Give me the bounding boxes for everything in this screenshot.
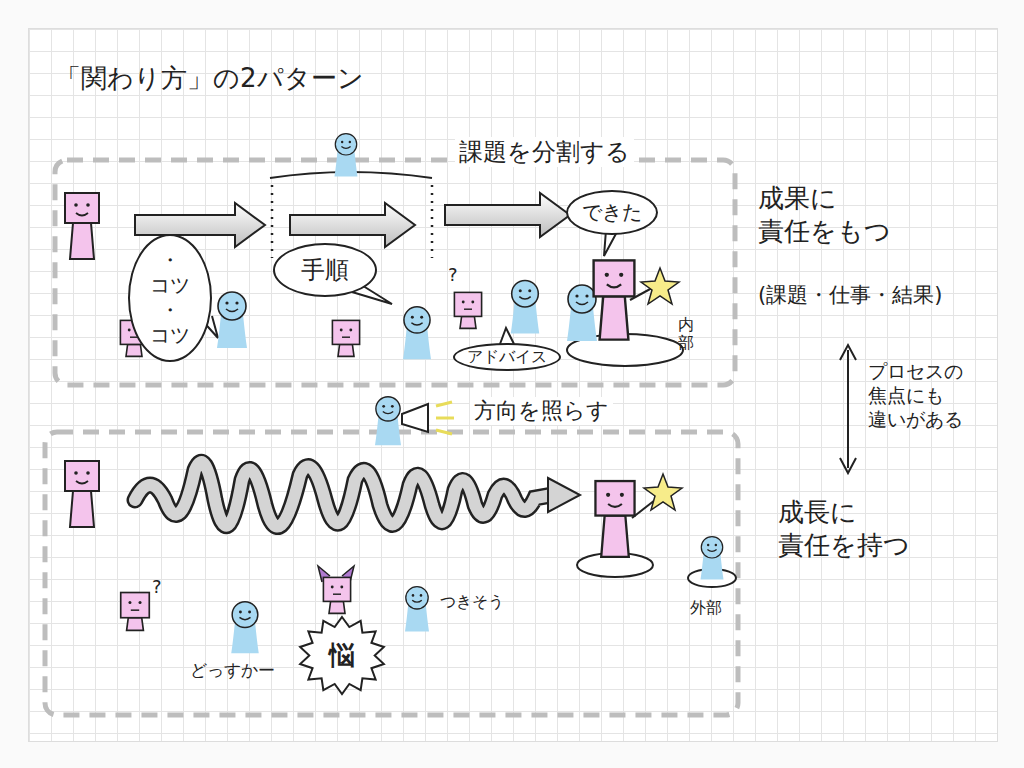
- node-text: 悩: [329, 639, 355, 672]
- blue-person: [405, 587, 429, 632]
- step-arrow: [290, 203, 415, 247]
- pink-person: [594, 260, 635, 339]
- question-mark: ?: [152, 576, 162, 599]
- angry-pink-head: [323, 577, 350, 613]
- winding-path-outline: [135, 462, 552, 526]
- section-label: 課題を分割する: [455, 137, 634, 167]
- title: 「関わり方」の2パターン: [55, 62, 364, 95]
- arrow-heads: [840, 345, 856, 473]
- pink-person: [595, 481, 634, 557]
- pink-head: [121, 593, 150, 631]
- speech-bubble: 手順: [273, 243, 377, 297]
- blue-person: [511, 280, 540, 333]
- advice-oval: アドバイス: [453, 343, 561, 371]
- pattern-heading: 成果に 責任をもつ: [758, 182, 891, 247]
- light-rays: [436, 402, 454, 434]
- pink-head: [332, 320, 359, 356]
- panel-outline: [45, 432, 738, 715]
- sketch-line: [436, 402, 452, 406]
- pink-head: [454, 292, 481, 328]
- blue-person: [217, 292, 247, 348]
- blue-person: [701, 537, 724, 580]
- sketch-line: [436, 430, 452, 434]
- side-label: 内部: [678, 316, 694, 351]
- worry-burst: 悩: [299, 617, 385, 694]
- speech-bubble: できた: [566, 190, 658, 235]
- pattern-heading: 成長に 責任を持つ: [778, 496, 910, 561]
- blue-person: [231, 602, 259, 653]
- pattern-note: (課題・仕事・結果): [758, 282, 942, 308]
- star: [641, 268, 679, 304]
- step-arrow: [445, 193, 570, 237]
- divider: [271, 185, 274, 258]
- arrow-head: [548, 478, 580, 512]
- star: [644, 474, 682, 510]
- pink-person: [65, 193, 99, 259]
- section-label: 方向を照らす: [470, 397, 613, 425]
- question-mark: ?: [448, 264, 458, 287]
- speech-text: つきそう: [440, 592, 504, 612]
- node-text: できた: [582, 200, 642, 225]
- arm: [630, 288, 652, 300]
- node-text: 手順: [301, 255, 349, 285]
- blue-person: [375, 397, 401, 446]
- blue-person: [403, 307, 431, 359]
- comparison-note: プロセスの 焦点にも 違いがある: [868, 360, 963, 431]
- megaphone: [402, 404, 428, 432]
- pink-person: [65, 461, 99, 527]
- winding-path: [135, 462, 552, 526]
- node-text: ・コツ ・コツ: [150, 248, 190, 348]
- divider: [431, 185, 434, 258]
- panel-outline: [55, 160, 735, 385]
- sketch-line: [436, 417, 454, 420]
- burst-shape: [300, 617, 384, 694]
- blue-person: [335, 134, 358, 177]
- speech-bubble: ・コツ ・コツ: [128, 234, 212, 362]
- node-text: アドバイス: [467, 347, 547, 367]
- side-label: 外部: [690, 598, 722, 618]
- double-arrow: [847, 350, 849, 468]
- speech-text: どっすかー: [190, 660, 275, 681]
